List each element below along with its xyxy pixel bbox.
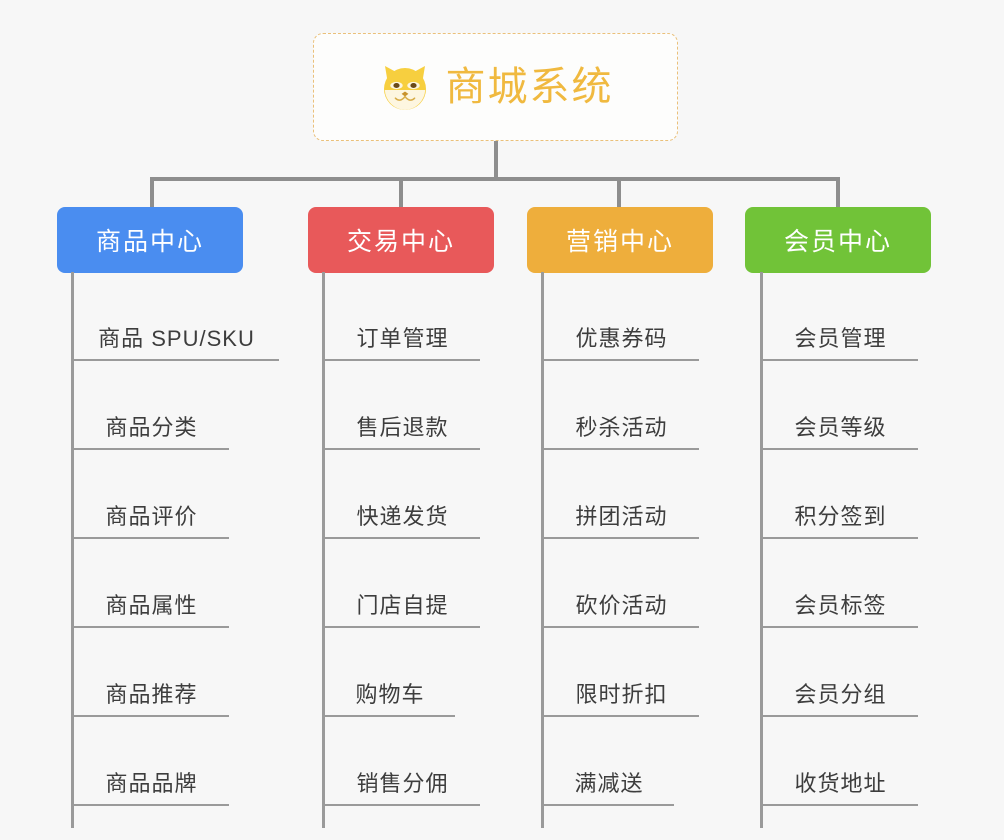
list-item-label: 商品属性 xyxy=(105,593,198,618)
list-item-label: 收货地址 xyxy=(794,771,887,796)
category-label: 商品中心 xyxy=(95,228,204,256)
branch-drop-connector-2 xyxy=(399,177,403,207)
list-item[interactable]: 商品属性 xyxy=(74,539,229,628)
list-item[interactable]: 商品分类 xyxy=(74,361,229,450)
branch-drop-connector-1 xyxy=(150,177,154,207)
root-node-card[interactable]: 商城系统 xyxy=(313,33,678,141)
list-item[interactable]: 商品评价 xyxy=(74,450,229,539)
list-item[interactable]: 购物车 xyxy=(325,628,455,717)
column-spine xyxy=(71,272,74,828)
list-item-label: 销售分佣 xyxy=(356,771,449,796)
list-item[interactable]: 拼团活动 xyxy=(544,450,699,539)
column-spine xyxy=(322,272,325,828)
list-item-label: 会员管理 xyxy=(794,326,887,351)
list-item-label: 砍价活动 xyxy=(575,593,668,618)
list-item-label: 商品 SPU/SKU xyxy=(98,326,255,351)
column-spine xyxy=(760,272,763,828)
list-item-label: 订单管理 xyxy=(356,326,449,351)
list-item-label: 限时折扣 xyxy=(575,682,668,707)
list-item[interactable]: 会员等级 xyxy=(763,361,918,450)
list-item[interactable]: 限时折扣 xyxy=(544,628,699,717)
list-item-label: 会员等级 xyxy=(794,415,887,440)
list-item[interactable]: 满减送 xyxy=(544,717,674,806)
list-item-label: 秒杀活动 xyxy=(575,415,668,440)
list-item-label: 满减送 xyxy=(574,771,644,796)
list-item[interactable]: 积分签到 xyxy=(763,450,918,539)
list-item[interactable]: 销售分佣 xyxy=(325,717,480,806)
list-item[interactable]: 商品 SPU/SKU xyxy=(74,272,279,361)
list-item-label: 商品推荐 xyxy=(105,682,198,707)
category-label: 会员中心 xyxy=(783,228,892,256)
list-item-label: 商品品牌 xyxy=(105,771,198,796)
list-item[interactable]: 秒杀活动 xyxy=(544,361,699,450)
category-box-商品中心[interactable]: 商品中心 xyxy=(57,207,243,273)
list-item-label: 会员标签 xyxy=(794,593,887,618)
page-title: 商城系统 xyxy=(445,65,614,109)
list-item[interactable]: 售后退款 xyxy=(325,361,480,450)
list-item-label: 优惠券码 xyxy=(575,326,668,351)
list-item-label: 快递发货 xyxy=(356,504,449,529)
list-item[interactable]: 会员管理 xyxy=(763,272,918,361)
list-item[interactable]: 会员分组 xyxy=(763,628,918,717)
list-item[interactable]: 会员标签 xyxy=(763,539,918,628)
branch-drop-connector-3 xyxy=(617,177,621,207)
category-box-会员中心[interactable]: 会员中心 xyxy=(745,207,931,273)
list-item-label: 拼团活动 xyxy=(575,504,668,529)
list-item[interactable]: 砍价活动 xyxy=(544,539,699,628)
list-item[interactable]: 门店自提 xyxy=(325,539,480,628)
root-stem-connector xyxy=(494,141,498,181)
category-label: 营销中心 xyxy=(565,228,674,256)
category-box-营销中心[interactable]: 营销中心 xyxy=(527,207,713,273)
list-item-label: 商品评价 xyxy=(105,504,198,529)
list-item[interactable]: 优惠券码 xyxy=(544,272,699,361)
list-item-label: 售后退款 xyxy=(356,415,449,440)
column-spine xyxy=(541,272,544,828)
list-item[interactable]: 商品推荐 xyxy=(74,628,229,717)
branch-drop-connector-4 xyxy=(836,177,840,207)
category-box-交易中心[interactable]: 交易中心 xyxy=(308,207,494,273)
horizontal-bus-connector xyxy=(150,177,840,181)
list-item[interactable]: 收货地址 xyxy=(763,717,918,806)
shiba-dog-icon xyxy=(378,60,432,114)
category-label: 交易中心 xyxy=(346,228,455,256)
list-item-label: 商品分类 xyxy=(105,415,198,440)
list-item[interactable]: 商品品牌 xyxy=(74,717,229,806)
list-item[interactable]: 快递发货 xyxy=(325,450,480,539)
list-item-label: 门店自提 xyxy=(356,593,449,618)
list-item-label: 积分签到 xyxy=(794,504,887,529)
list-item-label: 会员分组 xyxy=(794,682,887,707)
list-item-label: 购物车 xyxy=(355,682,425,707)
list-item[interactable]: 订单管理 xyxy=(325,272,480,361)
